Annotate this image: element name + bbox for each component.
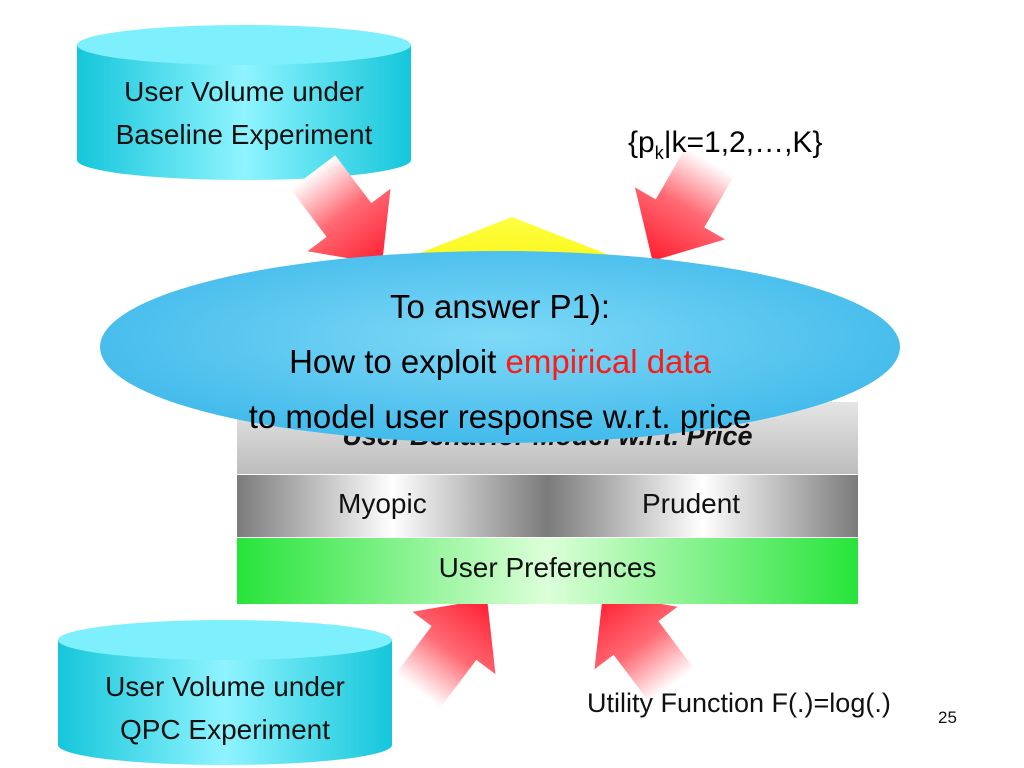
callout-line2: How to exploit empirical data — [120, 334, 880, 389]
behavior-types-band: Myopic Prudent — [237, 475, 858, 537]
callout-text: To answer P1): How to exploit empirical … — [120, 279, 880, 444]
user-preferences-band: User Preferences — [237, 538, 858, 604]
bottom-cylinder — [58, 620, 392, 765]
baseline-line1: User Volume under — [124, 76, 364, 107]
arrow-from-price-set — [634, 147, 735, 261]
arrow-from-qpc — [395, 599, 496, 708]
price-set-prefix: {p — [628, 126, 655, 159]
prudent-label: Prudent — [642, 488, 741, 519]
callout-ellipse — [100, 251, 900, 443]
qpc-volume-label: User Volume under QPC Experiment — [58, 665, 392, 751]
price-set-suffix: |k=1,2,…,K} — [663, 126, 823, 159]
callout-line2-text: How to exploit — [289, 343, 506, 380]
myopic-label: Myopic — [338, 488, 427, 519]
baseline-volume-label: User Volume under Baseline Experiment — [77, 70, 411, 156]
qpc-line1: User Volume under — [105, 671, 345, 702]
baseline-line2: Baseline Experiment — [115, 119, 373, 150]
price-set-label: {pk|k=1,2,…,K} — [628, 126, 822, 164]
arrow-from-baseline — [290, 155, 391, 264]
arrow-from-utility — [594, 594, 695, 703]
callout-highlight: empirical data — [505, 343, 711, 380]
slide-number: 25 — [938, 708, 957, 727]
top-cylinder — [77, 25, 411, 180]
user-preferences-label: User Preferences — [438, 552, 657, 583]
utility-function-label: Utility Function F(.)=log(.) — [587, 688, 891, 718]
callout-line3: to model user response w.r.t. price — [248, 398, 752, 435]
callout-line1: To answer P1): — [389, 288, 611, 325]
price-set-subscript: k — [654, 143, 664, 163]
qpc-line2: QPC Experiment — [119, 714, 331, 745]
